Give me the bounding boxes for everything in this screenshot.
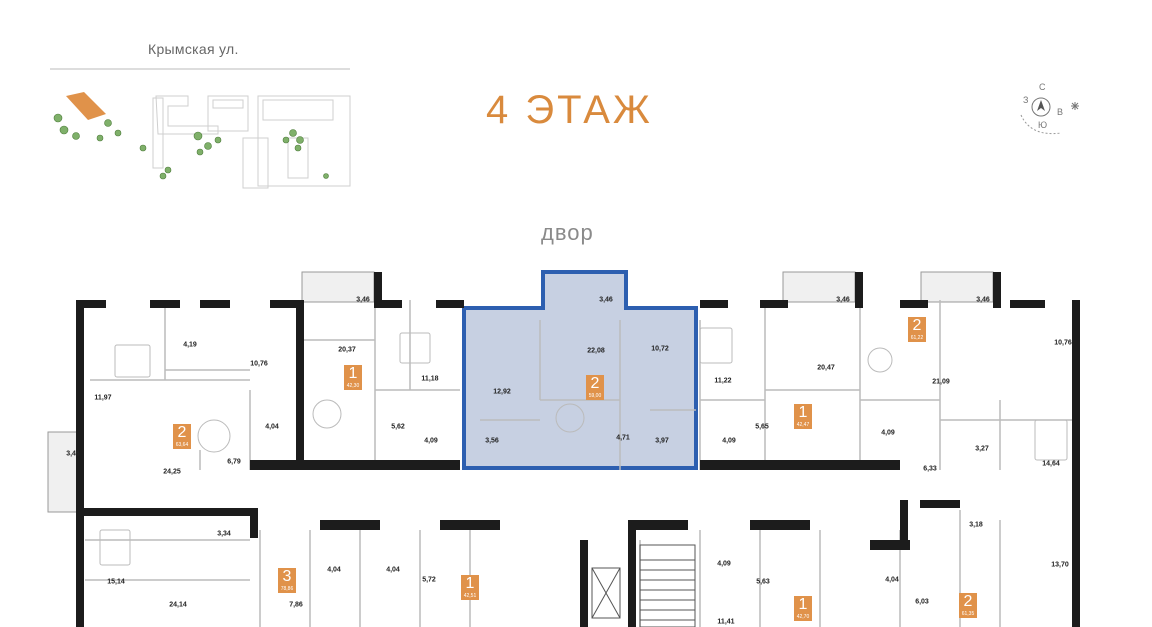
site-minimap[interactable] <box>48 78 353 190</box>
room-area: 3,27 <box>975 445 989 453</box>
street-label: Крымская ул. <box>148 41 239 57</box>
room-area: 6,79 <box>227 458 241 466</box>
compass-north: С <box>1039 82 1046 92</box>
room-area: 14,64 <box>1042 460 1060 468</box>
room-area: 22,08 <box>587 347 605 355</box>
room-area: 5,72 <box>422 576 436 584</box>
apartment-rooms: 2 <box>912 317 922 334</box>
compass-west: З <box>1023 95 1029 105</box>
room-area: 4,04 <box>327 566 341 574</box>
room-area: 11,41 <box>717 618 735 626</box>
room-area: 13,70 <box>1051 561 1069 569</box>
apartment-badge[interactable]: 1 42,51 <box>461 575 479 600</box>
room-area: 7,86 <box>289 601 303 609</box>
room-area: 5,63 <box>756 578 770 586</box>
room-area: 15,14 <box>107 578 125 586</box>
apartment-badge[interactable]: 3 78,86 <box>278 568 296 593</box>
apartment-badge[interactable]: 1 42,70 <box>794 596 812 621</box>
apartment-area: 42,51 <box>463 593 477 599</box>
compass-rose: С Ю З В <box>1003 80 1093 145</box>
room-area: 4,04 <box>265 423 279 431</box>
apartment-badge[interactable]: 1 42,30 <box>344 365 362 390</box>
room-area: 4,09 <box>424 437 438 445</box>
apartment-area: 59,00 <box>588 393 602 399</box>
room-area: 3,97 <box>655 437 669 445</box>
selected-apartment[interactable] <box>462 270 698 470</box>
apartment-area: 42,30 <box>346 383 360 389</box>
room-area: 6,33 <box>923 465 937 473</box>
room-area: 11,18 <box>421 375 439 383</box>
room-area: 5,62 <box>391 423 405 431</box>
apartment-rooms: 2 <box>963 593 973 610</box>
room-area: 21,09 <box>932 378 950 386</box>
apartment-badge[interactable]: 2 61,22 <box>908 317 926 342</box>
apartment-rooms: 1 <box>348 365 358 382</box>
floor-title: 4 ЭТАЖ <box>486 88 653 132</box>
apartment-rooms: 2 <box>177 424 187 441</box>
room-area: 10,76 <box>250 360 268 368</box>
room-area: 4,04 <box>386 566 400 574</box>
room-area: 4,09 <box>722 437 736 445</box>
room-area: 11,97 <box>94 394 112 402</box>
room-area: 4,09 <box>717 560 731 568</box>
apartment-area: 63,64 <box>175 442 189 448</box>
apartment-area: 61,22 <box>910 335 924 341</box>
street-divider <box>50 68 350 70</box>
apartment-rooms: 2 <box>590 375 600 392</box>
balcony <box>301 271 375 303</box>
balcony <box>920 271 994 303</box>
room-area: 20,37 <box>338 346 356 354</box>
room-area: 3,18 <box>969 521 983 529</box>
room-area: 12,92 <box>493 388 511 396</box>
room-area: 3,46 <box>66 450 80 458</box>
apartment-badge-selected[interactable]: 2 59,00 <box>586 375 604 400</box>
room-area: 20,47 <box>817 364 835 372</box>
compass-south: Ю <box>1038 120 1048 130</box>
room-area: 11,22 <box>714 377 732 385</box>
room-area: 24,25 <box>163 468 181 476</box>
room-area: 4,04 <box>885 576 899 584</box>
room-area: 4,71 <box>616 434 630 442</box>
room-area: 4,09 <box>881 429 895 437</box>
room-area: 3,46 <box>599 296 613 304</box>
apartment-badge[interactable]: 2 63,64 <box>173 424 191 449</box>
apartment-area: 42,70 <box>796 614 810 620</box>
apartment-area: 42,47 <box>796 422 810 428</box>
balcony <box>47 431 81 513</box>
apartment-rooms: 1 <box>798 596 808 613</box>
room-area: 5,65 <box>755 423 769 431</box>
compass-east: В <box>1057 107 1064 117</box>
room-area: 3,46 <box>976 296 990 304</box>
apartment-rooms: 3 <box>282 568 292 585</box>
room-area: 3,46 <box>836 296 850 304</box>
room-area: 3,56 <box>485 437 499 445</box>
room-area: 4,19 <box>183 341 197 349</box>
apartment-rooms: 1 <box>465 575 475 592</box>
compass-icon <box>1020 97 1079 135</box>
room-area: 10,76 <box>1054 339 1072 347</box>
apartment-badge[interactable]: 2 61,35 <box>959 593 977 618</box>
room-area: 6,03 <box>915 598 929 606</box>
balcony <box>782 271 856 303</box>
room-area: 3,34 <box>217 530 231 538</box>
room-area: 24,14 <box>169 601 187 609</box>
room-area: 10,72 <box>651 345 669 353</box>
apartment-badge[interactable]: 1 42,47 <box>794 404 812 429</box>
apartment-area: 61,35 <box>961 611 975 617</box>
apartment-area: 78,86 <box>280 586 294 592</box>
yard-label: двор <box>541 220 594 245</box>
room-area: 3,46 <box>356 296 370 304</box>
apartment-rooms: 1 <box>798 404 808 421</box>
